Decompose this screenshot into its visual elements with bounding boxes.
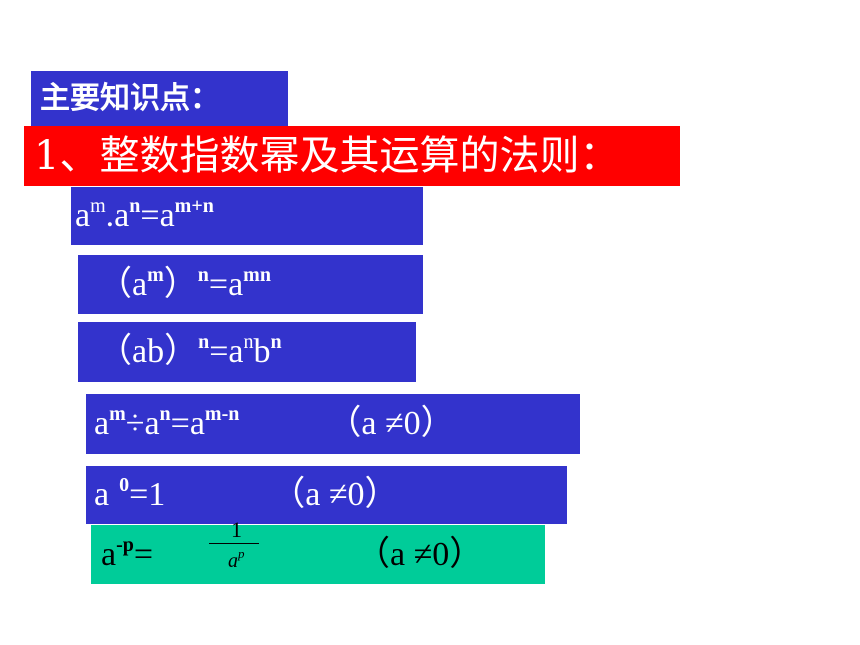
base: a	[144, 405, 160, 442]
exponent: n	[129, 195, 141, 217]
exponent: n	[270, 331, 282, 353]
base: a	[114, 197, 130, 234]
equals: =1	[129, 476, 166, 513]
fraction-bar	[209, 543, 259, 544]
base: b	[253, 333, 271, 370]
base: a	[159, 197, 175, 234]
rule-product-of-powers: am.an=am+n	[71, 187, 423, 245]
rule-quotient-of-powers: am÷an=am-n（a ≠0）	[86, 394, 580, 454]
exponent: n	[198, 331, 210, 353]
exponent: m	[147, 264, 164, 286]
dot: .	[105, 197, 115, 234]
exponent: m+n	[174, 195, 214, 217]
denominator: ap	[228, 546, 245, 575]
exponent: m	[109, 403, 126, 425]
condition: （a ≠0）	[271, 476, 399, 513]
rule-negative-exponent: a-p= 1 ap （a ≠0）	[91, 519, 545, 584]
exponent: m-n	[204, 403, 240, 425]
exponent: n	[159, 403, 171, 425]
open-paren: （a	[98, 266, 148, 303]
equals: =a	[208, 266, 244, 303]
base: a	[228, 550, 238, 572]
base: a	[75, 197, 91, 234]
product-paren: （ab）	[98, 333, 199, 370]
exponent: mn	[243, 264, 271, 286]
condition: （a ≠0）	[356, 536, 484, 573]
close-paren: ）	[163, 266, 198, 303]
exponent: 0	[119, 474, 130, 496]
equals: =	[133, 536, 154, 573]
equals: =	[140, 197, 160, 234]
rule-power-of-power: （am）n=amn	[78, 255, 423, 314]
exponent: n	[197, 264, 209, 286]
divide-sign: ÷	[125, 405, 145, 442]
base: a	[101, 536, 117, 573]
base: a	[94, 476, 110, 513]
exponent: n	[243, 331, 254, 353]
condition: （a ≠0）	[327, 405, 455, 442]
negative-power: a-p=	[101, 525, 153, 589]
base: a	[94, 405, 110, 442]
exponent: -p	[116, 534, 134, 556]
topic-title: 1、整数指数幂及其运算的法则：	[24, 126, 680, 186]
equals: =a	[209, 333, 244, 370]
exponent: p	[238, 546, 245, 561]
rule-power-of-product: （ab）n=anbn	[78, 322, 416, 382]
fraction: 1 ap	[209, 519, 259, 584]
exponent: m	[90, 195, 106, 217]
numerator: 1	[231, 517, 242, 542]
section-heading: 主要知识点：	[31, 71, 288, 126]
equals: =a	[170, 405, 205, 442]
